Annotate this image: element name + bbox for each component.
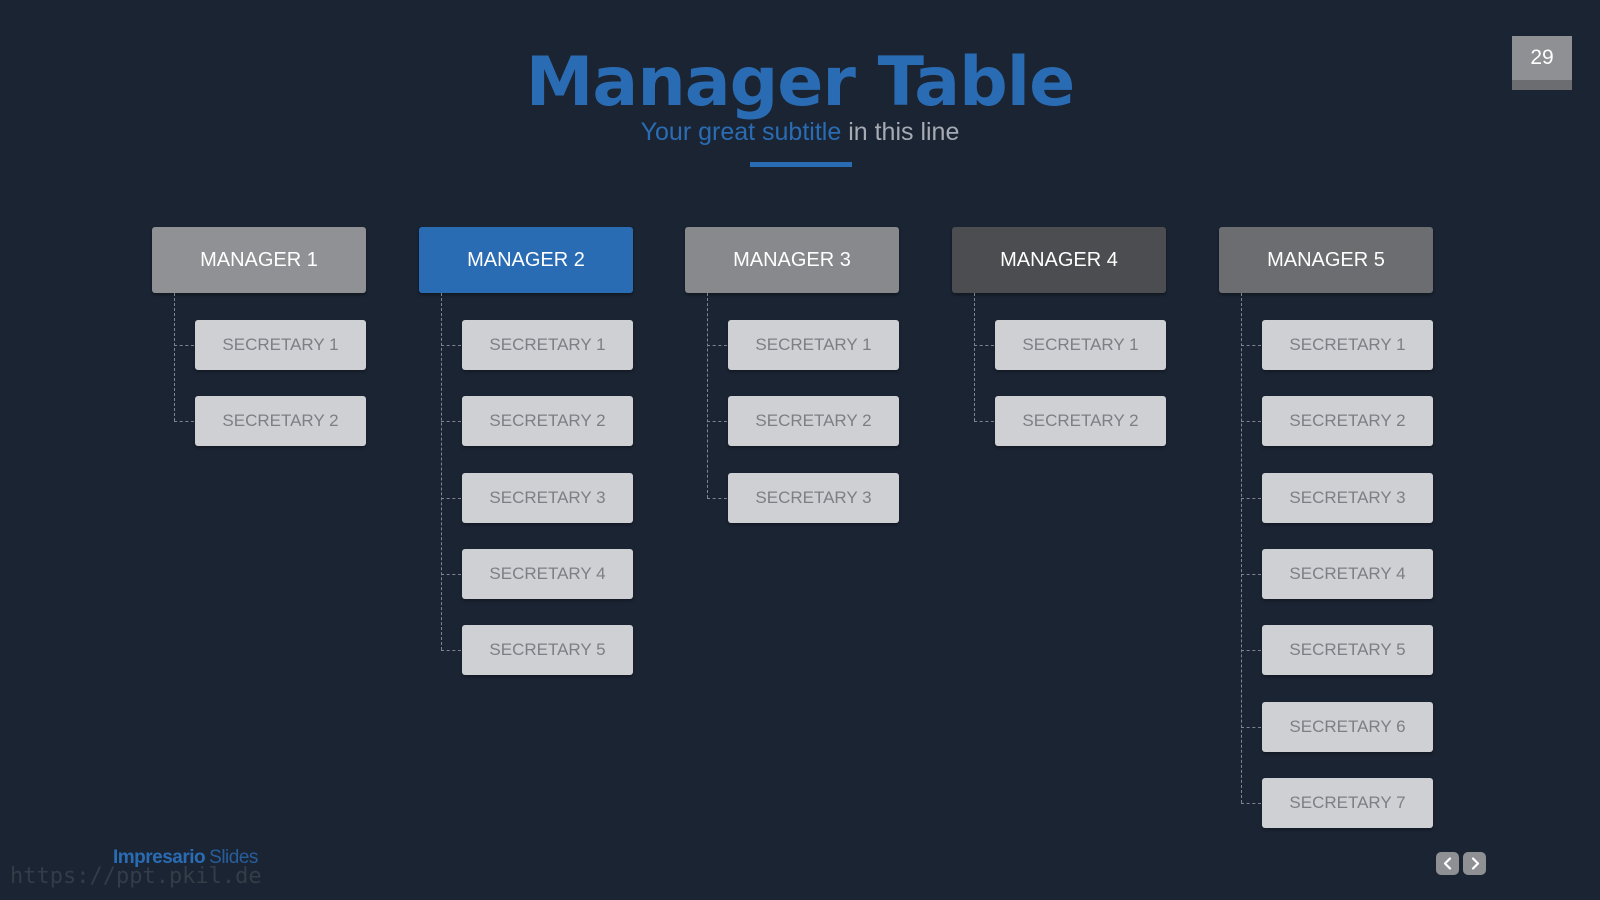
slide-subtitle: Your great subtitle in this line [0, 116, 1600, 148]
manager-box[interactable]: MANAGER 2 [419, 227, 633, 293]
connector-branch [174, 421, 194, 423]
next-slide-button[interactable] [1463, 852, 1486, 875]
connector-branch [441, 421, 461, 423]
secretary-box[interactable]: SECRETARY 2 [728, 396, 899, 447]
manager-box[interactable]: MANAGER 3 [685, 227, 899, 293]
connector-line [1241, 293, 1242, 803]
secretary-box[interactable]: SECRETARY 2 [195, 396, 366, 447]
watermark-url: https://ppt.pkil.de [10, 864, 262, 889]
secretary-box[interactable]: SECRETARY 1 [195, 320, 366, 370]
connector-branch [441, 497, 461, 499]
connector-branch [441, 573, 461, 575]
connector-line [441, 293, 442, 651]
connector-branch [1241, 726, 1261, 728]
secretary-box[interactable]: SECRETARY 6 [1262, 701, 1433, 752]
brand-name-bold: Impresario [113, 847, 206, 868]
secretary-box[interactable]: SECRETARY 2 [1262, 396, 1433, 447]
connector-branch [1241, 573, 1261, 575]
secretary-box[interactable]: SECRETARY 1 [462, 320, 633, 370]
secretary-box[interactable]: SECRETARY 7 [1262, 777, 1433, 828]
connector-line [174, 293, 175, 422]
secretary-box[interactable]: SECRETARY 4 [1262, 548, 1433, 599]
secretary-box[interactable]: SECRETARY 2 [995, 396, 1166, 447]
connector-branch [707, 345, 727, 346]
subtitle-accent: Your great subtitle [640, 118, 842, 146]
connector-branch [1241, 650, 1261, 652]
secretary-box[interactable]: SECRETARY 5 [1262, 625, 1433, 676]
connector-branch [1241, 421, 1261, 423]
subtitle-rest: in this line [848, 118, 960, 146]
connector-branch [1241, 497, 1261, 499]
connector-branch [974, 345, 994, 346]
secretary-box[interactable]: SECRETARY 3 [462, 472, 633, 523]
brand-name-light: Slides [209, 847, 258, 868]
secretary-box[interactable]: SECRETARY 1 [728, 320, 899, 370]
chevron-left-icon [1443, 857, 1451, 870]
connector-branch [441, 345, 461, 346]
connector-branch [707, 497, 727, 499]
connector-branch [974, 421, 994, 423]
chevron-right-icon [1471, 857, 1479, 870]
connector-branch [1241, 345, 1261, 346]
secretary-box[interactable]: SECRETARY 5 [462, 625, 633, 676]
connector-branch [441, 650, 461, 652]
secretary-box[interactable]: SECRETARY 3 [728, 472, 899, 523]
secretary-box[interactable]: SECRETARY 4 [462, 548, 633, 599]
secretary-box[interactable]: SECRETARY 3 [1262, 472, 1433, 523]
secretary-box[interactable]: SECRETARY 1 [1262, 320, 1433, 370]
title-underline [750, 162, 852, 167]
prev-slide-button[interactable] [1436, 852, 1459, 875]
page-number-badge: 29 [1512, 36, 1572, 90]
slide-title: Manager Table [525, 43, 1075, 122]
manager-box[interactable]: MANAGER 1 [152, 227, 366, 293]
connector-branch [707, 421, 727, 423]
manager-box[interactable]: MANAGER 4 [952, 227, 1166, 293]
secretary-box[interactable]: SECRETARY 2 [462, 396, 633, 447]
secretary-box[interactable]: SECRETARY 1 [995, 320, 1166, 370]
connector-branch [174, 345, 194, 346]
connector-branch [1241, 802, 1261, 804]
connector-line [707, 293, 708, 498]
connector-line [974, 293, 975, 422]
manager-box[interactable]: MANAGER 5 [1219, 227, 1433, 293]
